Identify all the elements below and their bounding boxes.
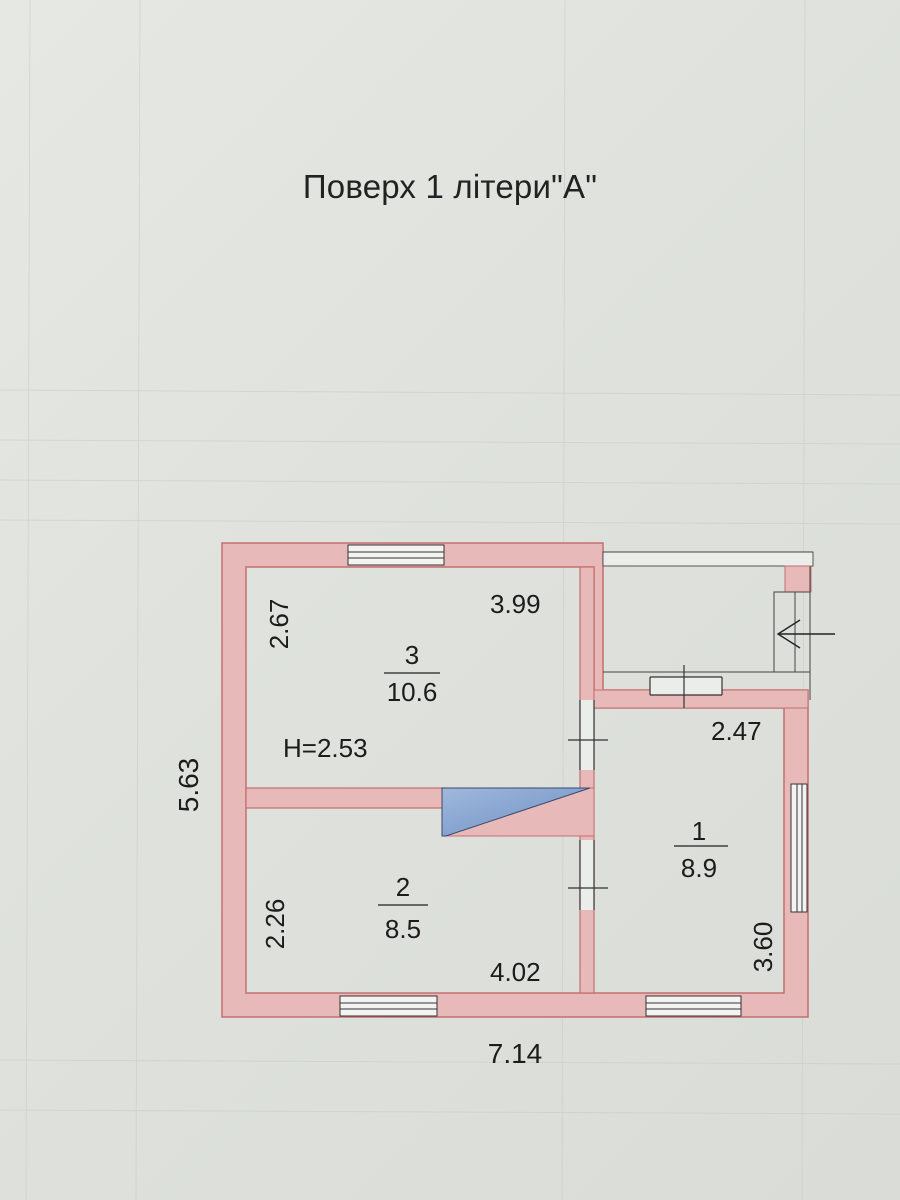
window-right: [790, 783, 808, 913]
entrance-arrow-icon: [776, 619, 835, 649]
room-number: 2: [396, 872, 410, 902]
porch: [602, 551, 814, 700]
windows: [339, 544, 808, 1017]
ceiling-height: H=2.53: [283, 733, 368, 763]
dim-room1-width: 2.47: [711, 716, 762, 746]
window-top: [347, 544, 445, 566]
stair: [441, 787, 595, 837]
room-1-label: 1 8.9: [674, 816, 728, 883]
window-bottom-left: [339, 995, 438, 1017]
room-area: 8.9: [681, 853, 717, 883]
floor-title: Поверх 1 літери"А": [302, 168, 598, 205]
door-room2: [568, 840, 608, 910]
room-3-label: 3 10.6: [384, 640, 440, 707]
dim-room3-width: 3.99: [490, 589, 541, 619]
room-number: 3: [405, 640, 419, 670]
dim-room1-depth: 3.60: [748, 922, 778, 973]
dim-room3-depth: 2.67: [264, 599, 294, 650]
dim-room2-width: 4.02: [490, 957, 541, 987]
window-bottom-right: [645, 995, 742, 1017]
walls: [221, 542, 809, 1018]
room-area: 10.6: [387, 677, 438, 707]
doors: [568, 665, 723, 910]
door-room1-top: [649, 665, 723, 708]
dim-overall-width: 7.14: [488, 1038, 543, 1069]
door-room3: [568, 700, 608, 770]
room-area: 8.5: [385, 914, 421, 944]
dim-room2-depth: 2.26: [260, 899, 290, 950]
room-2-label: 2 8.5: [378, 872, 428, 944]
room-number: 1: [692, 816, 706, 846]
dim-overall-depth: 5.63: [173, 758, 204, 813]
